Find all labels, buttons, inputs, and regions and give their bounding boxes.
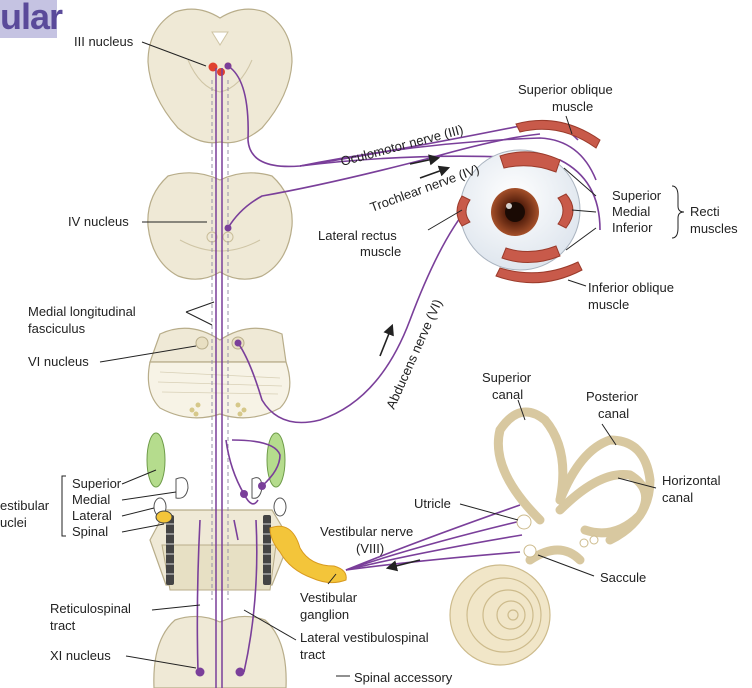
medulla-section xyxy=(146,432,291,591)
midbrain-section-iii xyxy=(147,8,293,144)
label-sup-oblique-1: Superior oblique xyxy=(518,82,613,97)
superior-rectus-muscle xyxy=(499,151,561,173)
vestibular-ganglion xyxy=(269,525,347,584)
direction-arrows xyxy=(379,154,451,572)
pons-section-vi xyxy=(147,327,291,419)
label-recti-2: muscles xyxy=(690,221,738,236)
label-superior: Superior xyxy=(72,476,122,491)
label-spinal-accessory: Spinal accessory xyxy=(354,670,453,685)
pons-section-iv xyxy=(147,172,293,280)
label-post-canal-2: canal xyxy=(598,406,629,421)
posterior-canal xyxy=(555,435,655,545)
label-lat-vestibulospinal-2: tract xyxy=(300,647,326,662)
recti-bracket xyxy=(671,185,685,239)
medial-rectus-muscle xyxy=(557,193,574,229)
inferior-oblique-muscle xyxy=(495,261,583,284)
inner-ear xyxy=(493,407,655,565)
saccule-structure xyxy=(523,544,537,558)
inferior-rectus-muscle xyxy=(501,245,561,263)
label-vest-ganglion-2: ganglion xyxy=(300,607,349,622)
trochlear-nerve-path xyxy=(227,133,541,229)
horizontal-canal xyxy=(555,469,651,538)
mlf-tract xyxy=(215,68,223,688)
label-sup-oblique-2: muscle xyxy=(552,99,593,114)
label-post-canal-1: Posterior xyxy=(586,389,639,404)
label-saccule: Saccule xyxy=(600,570,646,585)
label-iii-nucleus: III nucleus xyxy=(74,34,134,49)
label-xi-nucleus: XI nucleus xyxy=(50,648,111,663)
label-horiz-canal-1: Horizontal xyxy=(662,473,721,488)
label-reticulospinal-1: Reticulospinal xyxy=(50,601,131,616)
spinal-cord-section xyxy=(153,615,287,688)
label-reticulospinal-2: tract xyxy=(50,618,76,633)
labels: III nucleus IV nucleus Medial longitudin… xyxy=(0,34,738,685)
label-medial: Medial xyxy=(72,492,110,507)
label-utricle: Utricle xyxy=(414,496,451,511)
label-oculomotor-nerve: Oculomotor nerve (III) xyxy=(339,122,465,169)
label-mlf-2: fasciculus xyxy=(28,321,86,336)
vestibular-bracket xyxy=(61,475,66,537)
eyeball xyxy=(456,119,601,284)
label-vest-ganglion-1: Vestibular xyxy=(300,590,358,605)
xi-nucleus-dot xyxy=(195,667,205,677)
label-lat-rectus-2: muscle xyxy=(360,244,401,259)
label-vi-nucleus: VI nucleus xyxy=(28,354,89,369)
label-inf-oblique-2: muscle xyxy=(588,297,629,312)
label-vest-nuclei-2: uclei xyxy=(0,515,27,530)
title-banner: ular xyxy=(0,0,63,38)
label-lateral: Lateral xyxy=(72,508,112,523)
label-lat-rectus-1: Lateral rectus xyxy=(318,228,397,243)
mlf-dashed-tracts xyxy=(211,80,229,600)
leader-lines xyxy=(99,41,657,677)
label-lat-vestibulospinal-1: Lateral vestibulospinal xyxy=(300,630,429,645)
label-inf-oblique-1: Inferior oblique xyxy=(588,280,674,295)
superior-green-left xyxy=(146,432,166,488)
superior-canal xyxy=(493,407,568,525)
label-recti-superior: Superior xyxy=(612,188,662,203)
label-recti-inferior: Inferior xyxy=(612,220,653,235)
cochlea xyxy=(449,564,551,666)
label-vest-nerve-2: (VIII) xyxy=(356,541,384,556)
label-recti-1: Recti xyxy=(690,204,720,219)
label-vest-nuclei-1: estibular xyxy=(0,498,50,513)
abducens-nerve-path xyxy=(237,204,471,424)
superior-oblique-muscle xyxy=(515,119,601,149)
utricle-structure xyxy=(516,514,532,530)
label-iv-nucleus: IV nucleus xyxy=(68,214,129,229)
label-mlf-1: Medial longitudinal xyxy=(28,304,136,319)
label-recti-medial: Medial xyxy=(612,204,650,219)
lateral-rectus-muscle xyxy=(456,195,471,227)
label-spinal: Spinal xyxy=(72,524,108,539)
label-sup-canal-2: canal xyxy=(492,387,523,402)
label-abducens-nerve: Abducens nerve (VI) xyxy=(383,297,445,411)
label-sup-canal-1: Superior xyxy=(482,370,532,385)
title-fragment: ular xyxy=(0,0,63,37)
label-horiz-canal-2: canal xyxy=(662,490,693,505)
label-vest-nerve-1: Vestibular nerve xyxy=(320,524,413,539)
